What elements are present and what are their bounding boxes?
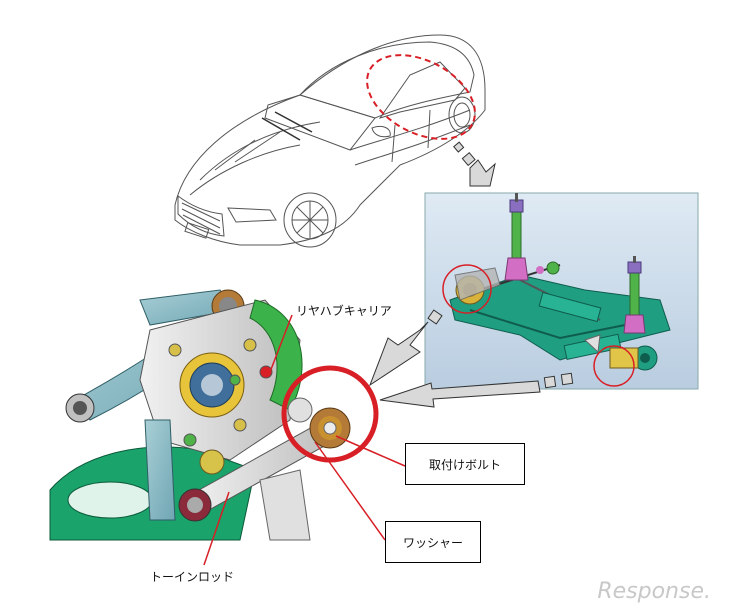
label-box-washer: ワッシャー — [385, 521, 481, 563]
label-washer: ワッシャー — [402, 535, 463, 550]
bolt-highlight-circle — [281, 365, 379, 463]
arrow-panel-to-detail-lower — [379, 372, 574, 408]
label-mounting-bolt: 取付けボルト — [428, 457, 501, 472]
label-toe-in-rod: トーインロッド — [150, 570, 235, 584]
right-attachment-highlight — [593, 345, 635, 387]
watermark-logo: Response. — [597, 579, 711, 604]
rear-suspension-highlight — [366, 54, 476, 140]
suspension-detail-render — [49, 289, 351, 541]
label-rear-hub-carrier: リヤハブキャリア — [296, 304, 392, 318]
car-line-drawing — [174, 34, 486, 248]
arrow-panel-to-detail-upper — [368, 309, 443, 387]
label-box-mounting-bolt: 取付けボルト — [405, 443, 525, 485]
leader-lines — [203, 314, 406, 566]
arrow-car-to-panel — [453, 141, 496, 187]
left-attachment-highlight — [442, 264, 492, 314]
